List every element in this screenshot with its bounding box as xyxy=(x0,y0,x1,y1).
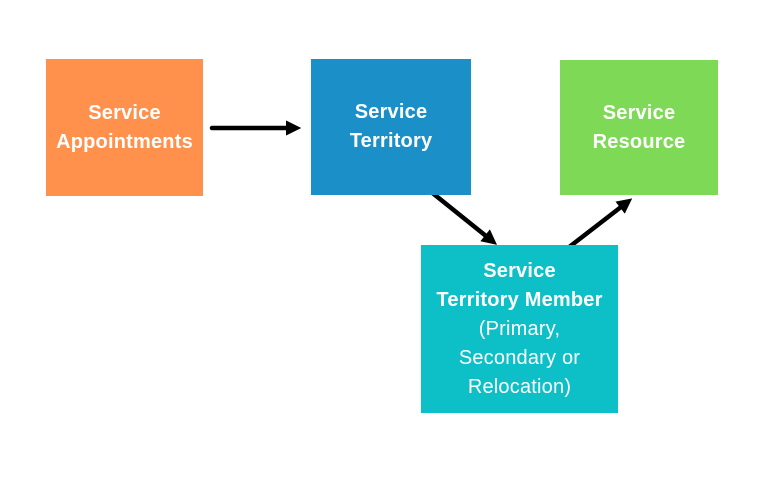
node-label: Service Appointments xyxy=(56,99,193,157)
node-label: Service Territory Member (Primary, Secon… xyxy=(436,257,602,402)
node-label-line: Relocation) xyxy=(467,375,572,398)
node-service-territory-member: Service Territory Member (Primary, Secon… xyxy=(421,245,618,413)
node-label-line: Service xyxy=(88,101,161,124)
node-label-line: Service xyxy=(602,101,676,124)
node-label-line: (Primary, xyxy=(478,317,561,340)
arrow-territory-to-member xyxy=(427,188,498,245)
node-label: Service Territory xyxy=(350,98,433,156)
node-label-line: Secondary or xyxy=(458,346,581,369)
node-label-line: Resource xyxy=(592,130,686,153)
node-service-territory: Service Territory xyxy=(311,59,471,195)
node-service-resource: Service Resource xyxy=(560,60,718,195)
node-label-line: Territory xyxy=(349,130,433,152)
node-label: Service Resource xyxy=(593,99,686,157)
node-label-line: Service xyxy=(483,259,556,282)
node-label-line: Territory Member xyxy=(436,288,603,311)
node-label-line: Service xyxy=(354,101,428,123)
node-label-line: Appointments xyxy=(56,130,193,153)
node-service-appointments: Service Appointments xyxy=(46,59,203,196)
